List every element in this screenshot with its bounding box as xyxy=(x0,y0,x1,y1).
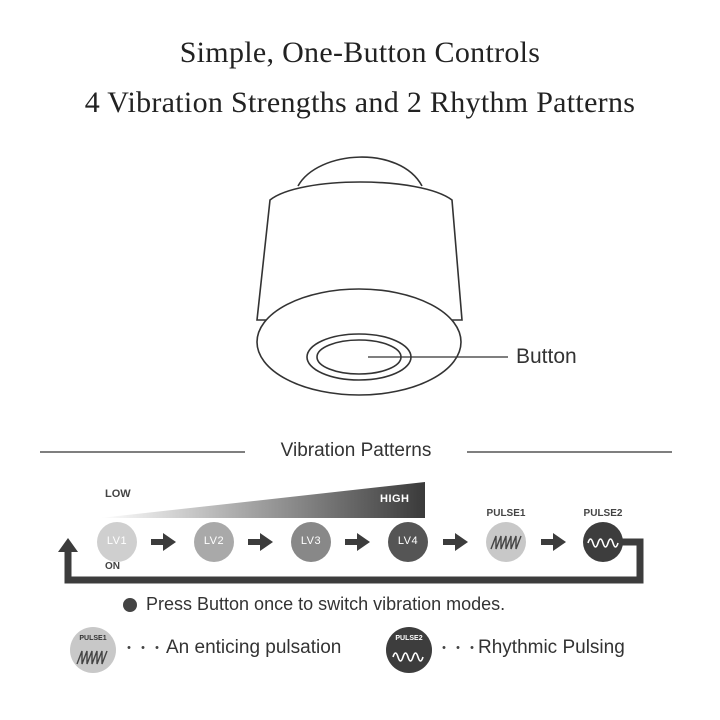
intensity-gradient-wedge xyxy=(100,482,425,518)
legend-pulse1-wave-icon xyxy=(76,650,108,665)
low-label: LOW xyxy=(105,488,131,500)
title-line-1: Simple, One-Button Controls xyxy=(179,36,541,69)
legend-pulse2-wave-icon xyxy=(392,652,424,662)
pulse1-label: PULSE1 xyxy=(486,508,526,519)
legend-pulse1-badge xyxy=(70,627,116,673)
legend-pulse1-text: An enticing pulsation xyxy=(166,637,342,658)
note-bullet-icon xyxy=(123,598,137,612)
lv3-circle xyxy=(291,522,331,562)
section-title: Vibration Patterns xyxy=(280,440,432,461)
pulse1-wave-icon xyxy=(490,535,522,550)
arrow-lv1-lv2 xyxy=(151,533,176,551)
legend-pulse2-text: Rhythmic Pulsing xyxy=(478,637,625,658)
title-line-2: 4 Vibration Strengths and 2 Rhythm Patte… xyxy=(84,86,636,119)
pulse2-wave-icon xyxy=(587,538,619,548)
arrow-pulse1-pulse2 xyxy=(541,533,566,551)
lv4-label: LV4 xyxy=(397,535,419,547)
arrow-lv4-pulse1 xyxy=(443,533,468,551)
lv2-circle xyxy=(194,522,234,562)
lv1-circle xyxy=(97,522,137,562)
step-arrows xyxy=(151,533,566,551)
legend-pulse1-dots: ・・・ xyxy=(122,640,164,656)
on-label: ON xyxy=(105,561,120,572)
arrow-lv3-lv4 xyxy=(345,533,370,551)
pulse2-label: PULSE2 xyxy=(583,508,623,519)
instruction-note: Press Button once to switch vibration mo… xyxy=(146,594,506,614)
legend-pulse2-badge-label: PULSE2 xyxy=(395,635,423,642)
high-label: HIGH xyxy=(380,493,410,505)
cycle-loop-arrowhead xyxy=(58,538,78,552)
legend-pulse2-dots: ・・・ xyxy=(437,640,479,656)
lv2-label: LV2 xyxy=(203,535,225,547)
cycle-loop-line xyxy=(64,538,644,584)
device-base xyxy=(256,288,462,396)
lv4-circle xyxy=(388,522,428,562)
device-illustration xyxy=(256,156,508,396)
lv3-label: LV3 xyxy=(300,535,322,547)
arrow-lv2-lv3 xyxy=(248,533,273,551)
legend-pulse2-badge xyxy=(386,627,432,673)
legend-pulse1-badge-label: PULSE1 xyxy=(79,635,107,642)
device-body xyxy=(256,181,463,321)
device-top-cap xyxy=(297,156,423,187)
button-label: Button xyxy=(516,345,577,368)
lv1-label: LV1 xyxy=(106,535,128,547)
